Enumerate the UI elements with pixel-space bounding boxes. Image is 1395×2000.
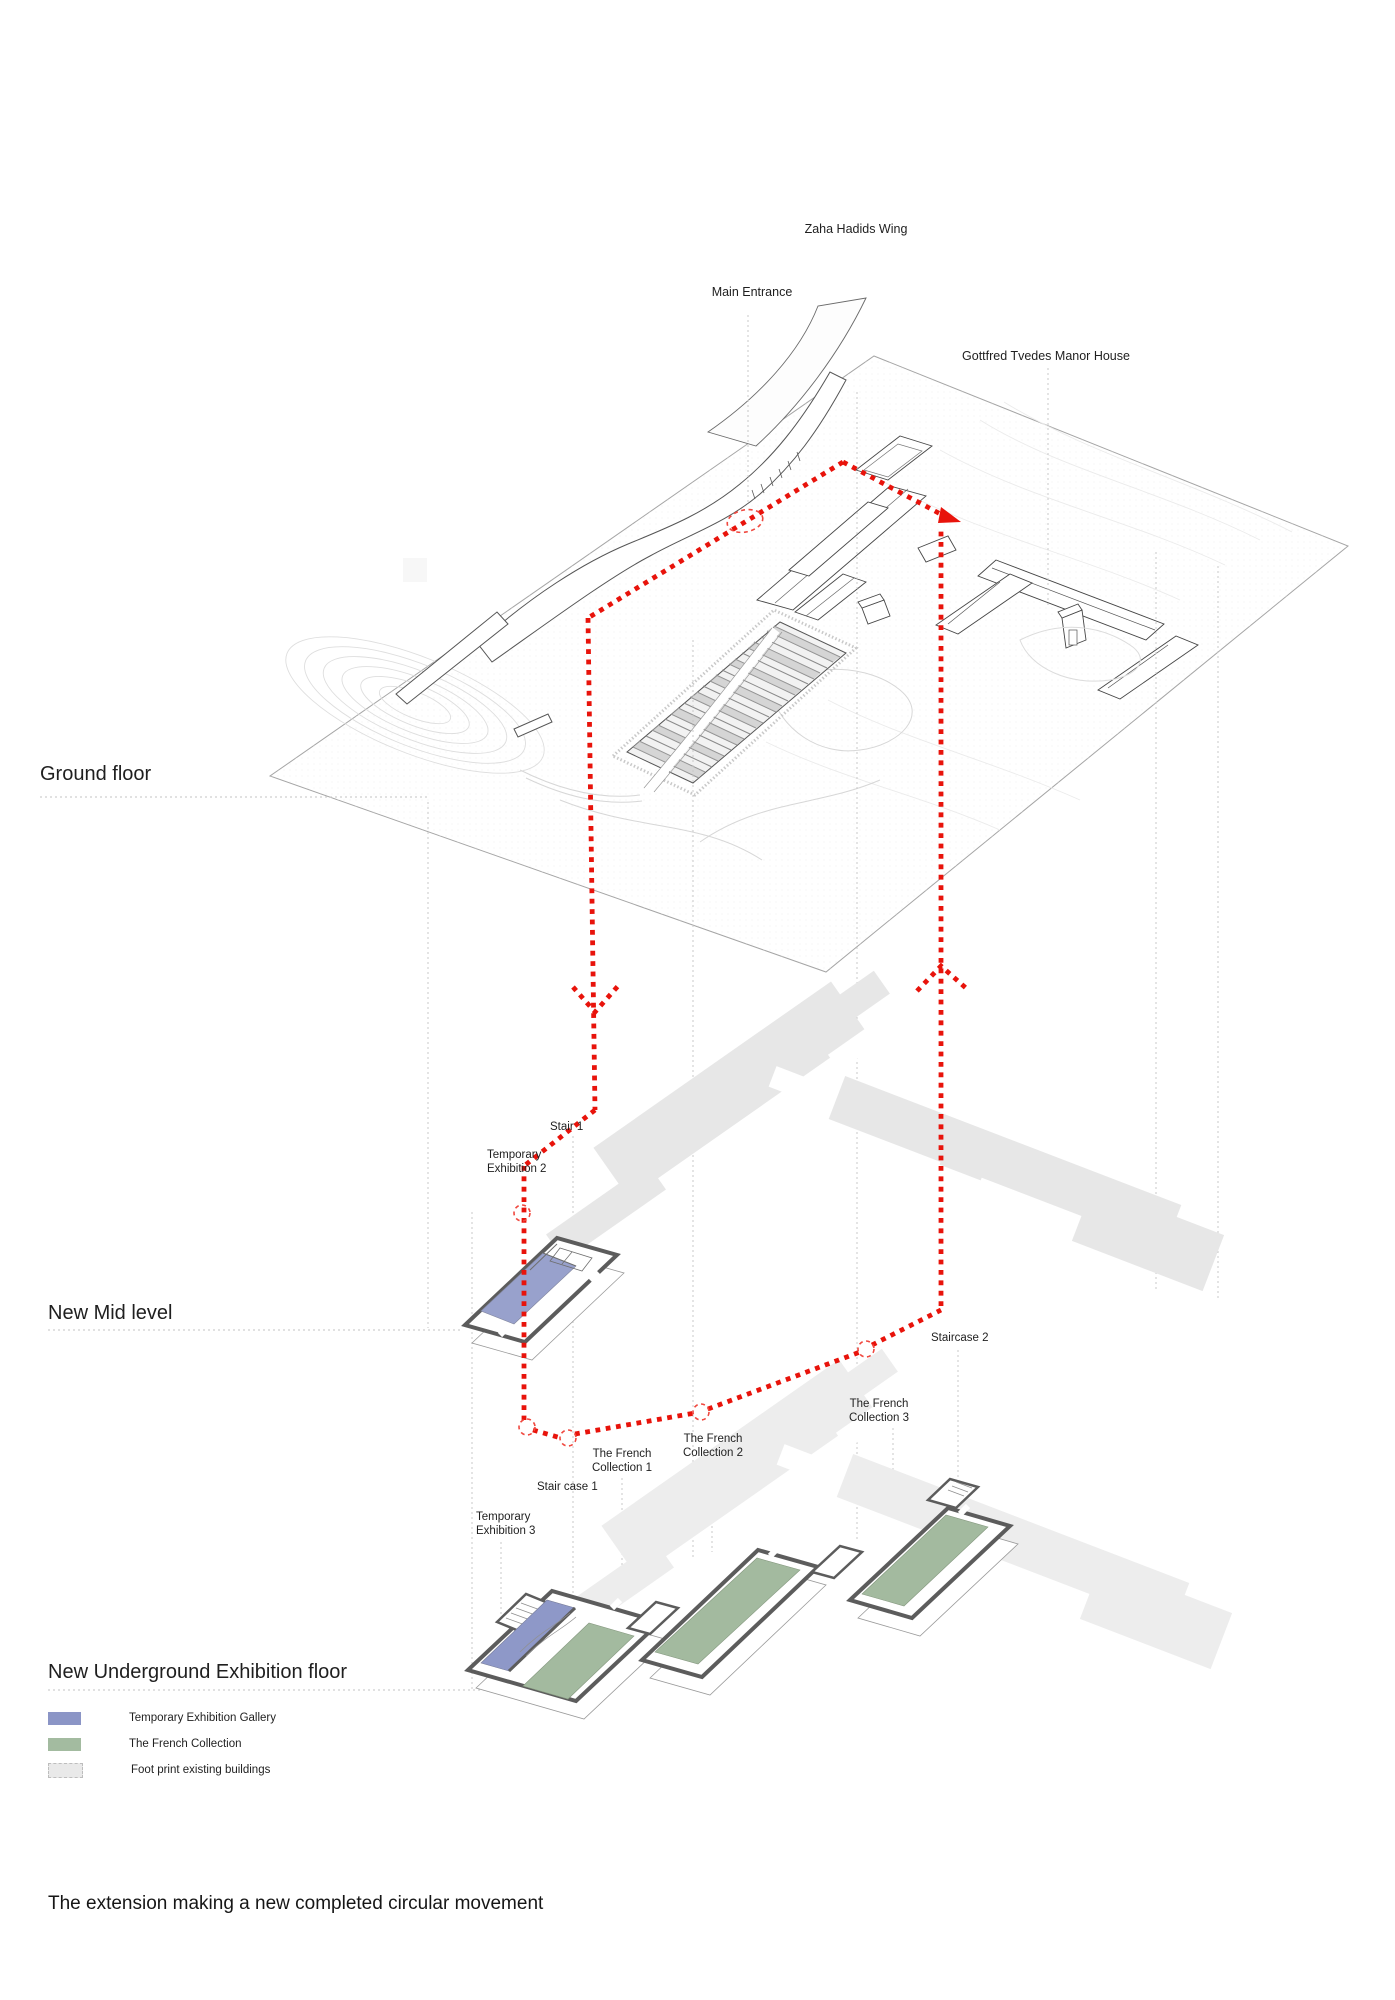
route-arrow-up xyxy=(915,962,969,993)
legend-swatch-temporary xyxy=(48,1711,81,1725)
ramp-curves xyxy=(519,1612,577,1657)
small-bar xyxy=(513,713,553,738)
label-new-underground-floor: New Underground Exhibition floor xyxy=(48,1661,348,1683)
connector-corridors xyxy=(625,1544,865,1636)
main-entrance-node xyxy=(726,508,764,534)
label-staircase-2: Staircase 2 xyxy=(931,1332,989,1344)
mid-level-footprint xyxy=(546,970,1225,1292)
wing-tail xyxy=(395,611,509,705)
underground-plan xyxy=(464,1477,1019,1720)
terrain-lines xyxy=(765,401,1293,831)
label-french-collection-3: The French Collection 3 xyxy=(848,1398,910,1425)
manor-right-wing xyxy=(1097,635,1199,700)
legend-label-french: The French Collection xyxy=(129,1738,242,1750)
legend-item-footprint: Foot print existing buildings xyxy=(48,1757,276,1783)
label-manor-house: Gottfred Tvedes Manor House xyxy=(962,349,1130,363)
legend-swatch-french xyxy=(48,1737,81,1751)
label-main-entrance: Main Entrance xyxy=(711,285,793,299)
label-french-collection-1: The French Collection 1 xyxy=(591,1448,653,1475)
wing-tip xyxy=(706,297,867,447)
french-collection-2-room xyxy=(654,1557,801,1665)
legend-item-french: The French Collection xyxy=(48,1731,276,1757)
route-down-left xyxy=(585,617,598,1111)
route-nodes xyxy=(513,508,875,1447)
entrance-buildings xyxy=(756,435,957,625)
route-upper-diagonal xyxy=(586,459,845,621)
manor-left-wing xyxy=(935,573,1033,635)
entrance-court xyxy=(855,435,933,481)
small-box xyxy=(917,535,957,563)
underground-notches xyxy=(776,1402,1066,1621)
legend: Temporary Exhibition Gallery The French … xyxy=(48,1705,276,1783)
mid-level-plan xyxy=(461,1235,625,1361)
label-temporary-exhibition-2: Temporary Exhibition 2 xyxy=(487,1149,547,1176)
label-temporary-exhibition-3: Temporary Exhibition 3 xyxy=(476,1511,536,1538)
label-ground-floor: Ground floor xyxy=(40,763,152,785)
sawtooth-skylight xyxy=(610,608,859,797)
facade-mullions xyxy=(751,451,801,500)
route-arrow-down xyxy=(571,984,620,1016)
legend-item-temporary: Temporary Exhibition Gallery xyxy=(48,1705,276,1731)
underground-doors xyxy=(609,1503,971,1611)
label-zaha-wing: Zaha Hadids Wing xyxy=(804,222,908,236)
mid-plan-partitions xyxy=(529,1243,593,1272)
faint-block xyxy=(403,558,427,582)
mid-plan-doors xyxy=(497,1269,601,1338)
park-paths xyxy=(519,668,913,861)
legend-label-temporary: Temporary Exhibition Gallery xyxy=(129,1712,277,1724)
label-french-collection-2: The French Collection 2 xyxy=(682,1433,744,1460)
circulation-route xyxy=(521,459,969,1441)
route-entry-arrowhead xyxy=(938,507,961,523)
label-stair-case-1: Stair case 1 xyxy=(537,1481,598,1493)
french-collection-3-room xyxy=(861,1514,989,1607)
staircase-2-annex xyxy=(925,1477,981,1510)
french-collection-1-room xyxy=(522,1622,635,1700)
manor-house xyxy=(935,559,1199,700)
footprint-notches xyxy=(768,1024,1058,1243)
wing-band xyxy=(477,371,847,663)
zaha-hadid-wing xyxy=(395,297,867,738)
label-new-mid-level: New Mid level xyxy=(48,1302,173,1324)
diagram-caption: The extension making a new completed cir… xyxy=(48,1893,544,1914)
label-stair-1: Stair 1 xyxy=(550,1121,584,1133)
floor-level-lines xyxy=(40,796,518,1691)
legend-label-footprint: Foot print existing buildings xyxy=(131,1764,271,1776)
legend-swatch-footprint xyxy=(48,1762,83,1778)
staircase2-hatch xyxy=(947,1481,973,1497)
